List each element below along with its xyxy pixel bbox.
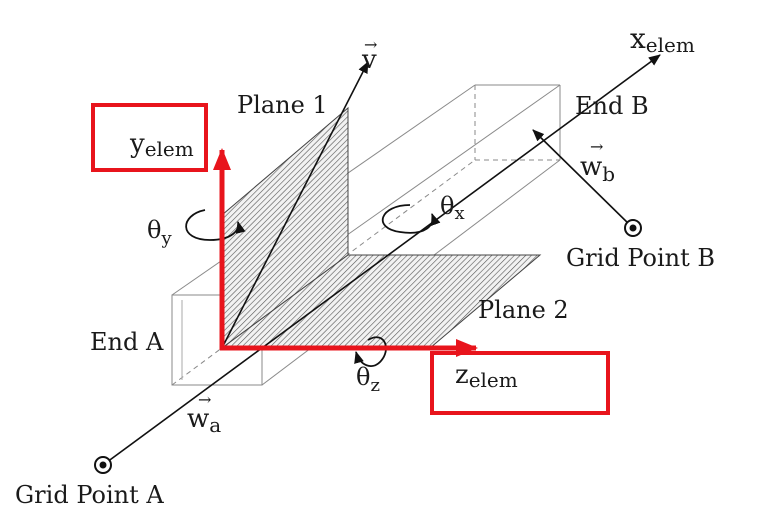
theta-y-rotation-arrow bbox=[185, 209, 246, 241]
x-elem-axis bbox=[102, 54, 661, 466]
plane-1-label: Plane 1 bbox=[237, 91, 328, 119]
v-vector bbox=[221, 61, 369, 349]
plane-2-label: Plane 2 bbox=[478, 296, 569, 324]
z-elem-highlight-box bbox=[430, 351, 610, 415]
w-a-label: wa bbox=[187, 404, 221, 437]
w-b-arrow-symbol: → bbox=[590, 137, 603, 156]
grid-point-b-label: Grid Point B bbox=[566, 244, 715, 272]
theta-x-label: θx bbox=[440, 192, 465, 224]
w-b-label: wb bbox=[580, 152, 615, 186]
y-elem-label: yelem bbox=[129, 129, 194, 161]
z-elem-label: zelem bbox=[455, 360, 518, 392]
grid-point-a-label: Grid Point A bbox=[15, 481, 164, 509]
y-elem-highlight-box bbox=[91, 103, 208, 172]
w-b-vector bbox=[532, 129, 634, 229]
v-label: v bbox=[361, 45, 377, 75]
theta-x-rotation-arrow bbox=[381, 204, 441, 234]
w-a-arrow-symbol: → bbox=[198, 390, 211, 409]
v-arrow-symbol: → bbox=[364, 35, 377, 54]
theta-z-label: θz bbox=[356, 363, 380, 396]
grid-point-b-marker bbox=[624, 219, 642, 237]
theta-y-label: θy bbox=[147, 216, 172, 249]
grid-point-a-marker bbox=[94, 456, 112, 474]
end-b-label: End B bbox=[575, 92, 649, 120]
end-a-label: End A bbox=[90, 328, 164, 356]
theta-z-rotation-arrow bbox=[354, 336, 387, 367]
x-elem-label: xelem bbox=[630, 22, 695, 57]
